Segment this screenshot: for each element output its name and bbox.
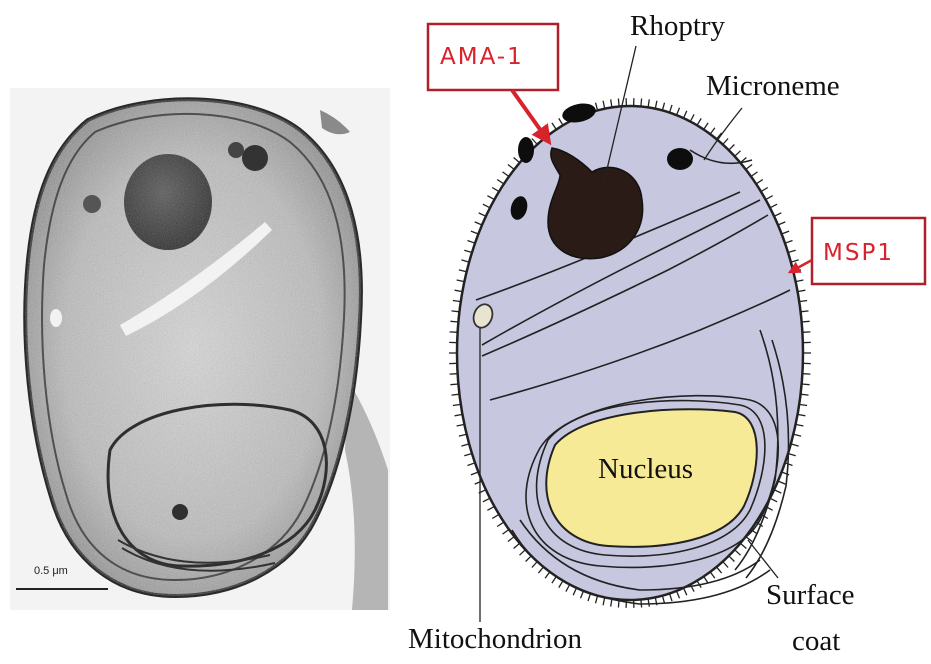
ama1-arrow — [512, 90, 549, 142]
label-surface-coat-line1: Surface — [766, 579, 855, 611]
scale-bar-label: 0.5 μm — [34, 565, 68, 577]
label-mitochondrion: Mitochondrion — [408, 623, 582, 655]
label-rhoptry: Rhoptry — [630, 10, 726, 42]
label-nucleus: Nucleus — [598, 453, 693, 485]
label-ama1: AMA-1 — [440, 44, 524, 70]
label-msp1: MSP1 — [823, 240, 894, 266]
electron-micrograph: 0.5 μm — [10, 88, 390, 610]
label-surface-coat-line2: coat — [792, 625, 840, 657]
labelled-diagram: Nucleus AMA-1 MSP1 Rhoptry Microneme — [408, 10, 925, 657]
label-microneme: Microneme — [706, 70, 840, 102]
